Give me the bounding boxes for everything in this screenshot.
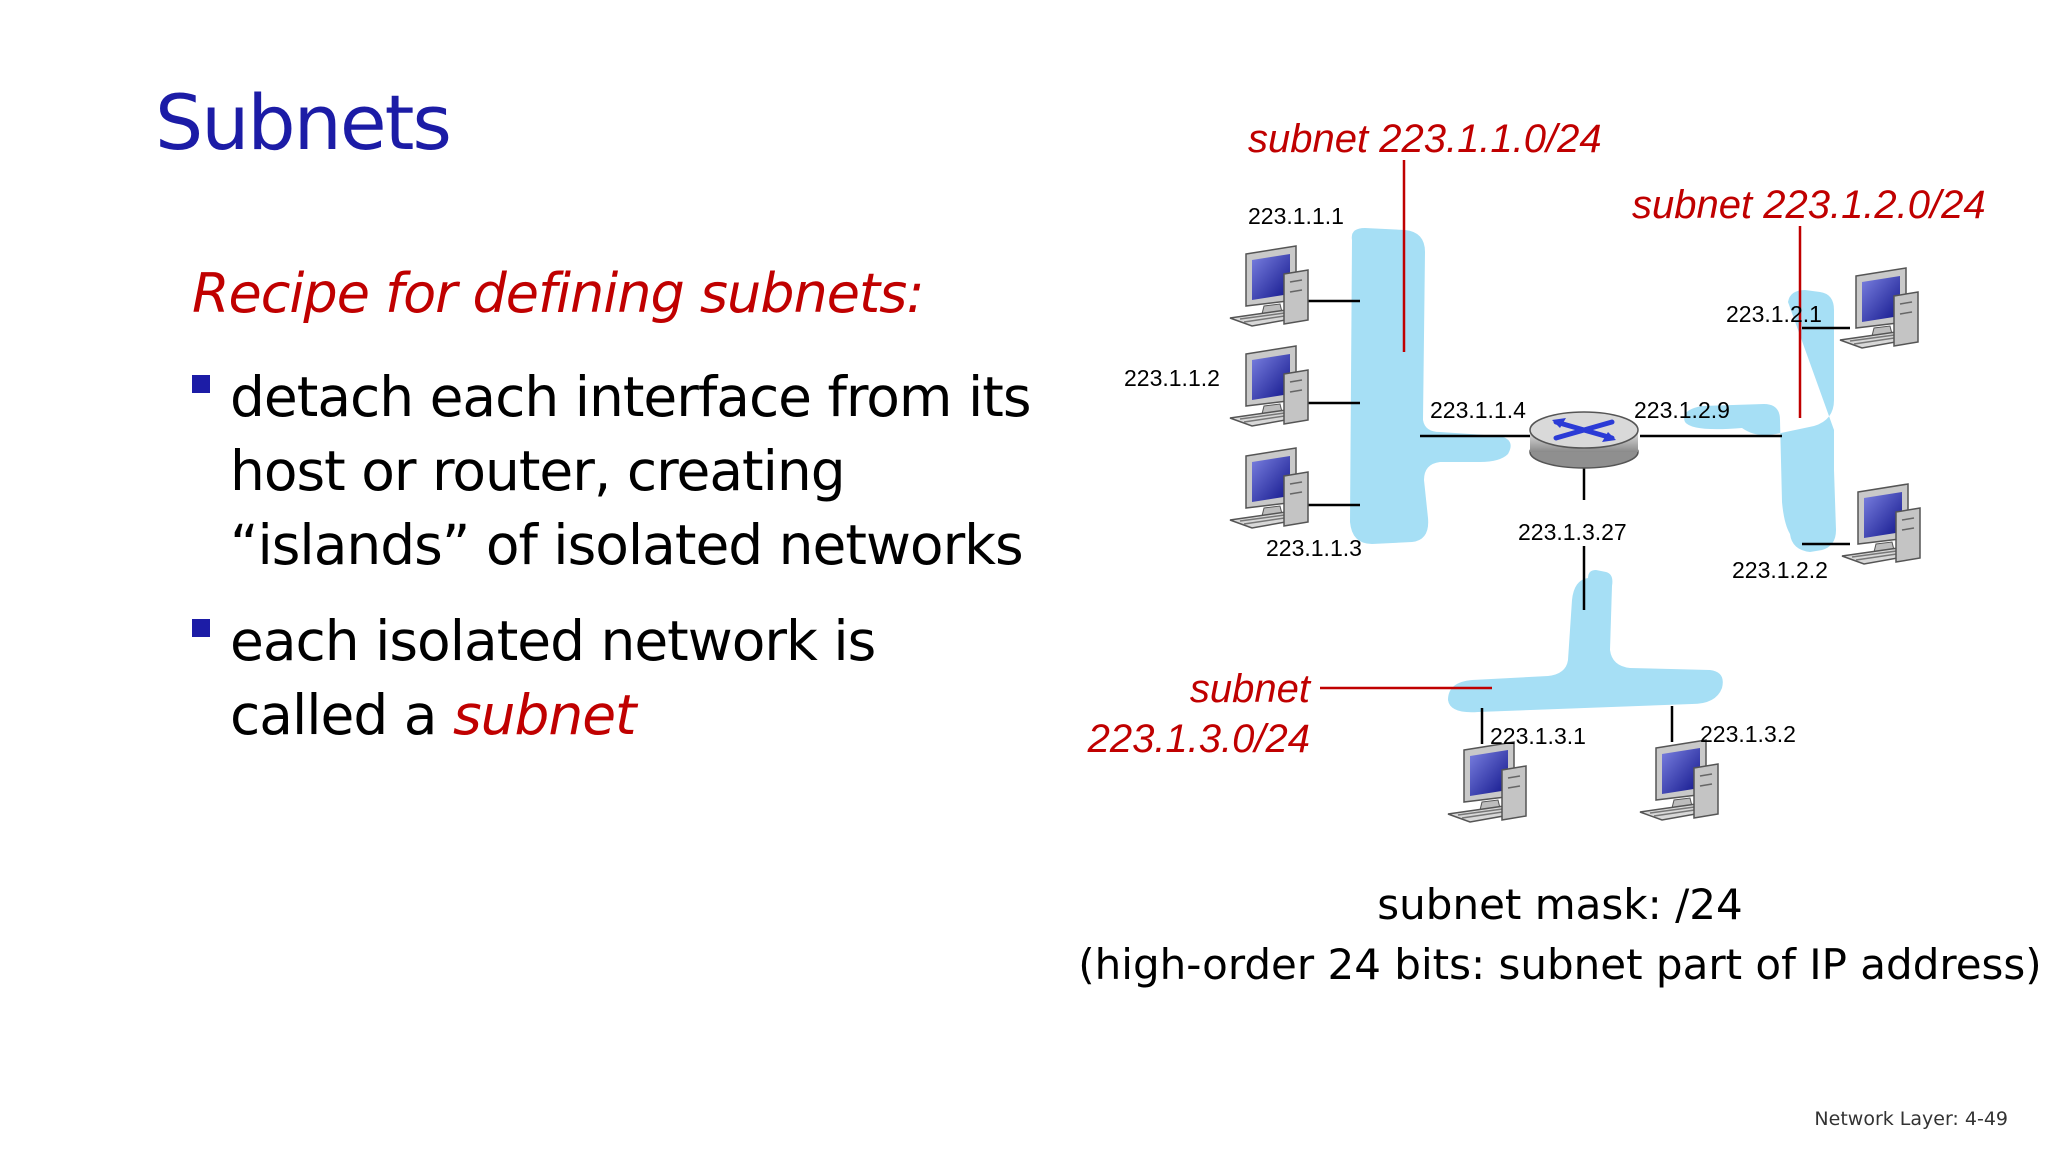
bullet-item-detach: detach each interface from its host or r… [192,360,1092,582]
ip-label-223-1-1-3: 223.1.1.3 [1266,535,1362,561]
ip-label-223-1-3-27: 223.1.3.27 [1518,519,1627,545]
bullet-line: “islands” of isolated networks [230,513,1024,577]
subnet-pointer-lines [1320,160,1802,690]
host-computer-icon [1229,345,1309,427]
ip-label-223-1-1-1: 223.1.1.1 [1248,203,1344,229]
bullet-line: detach each interface from its [230,365,1031,429]
ip-label-223-1-1-4: 223.1.1.4 [1430,397,1526,423]
host-computer-icon [1639,739,1719,821]
ip-label-223-1-3-1: 223.1.3.1 [1490,723,1586,749]
ip-label-223-1-2-2: 223.1.2.2 [1732,557,1828,583]
bullet-line: each isolated network is [230,609,876,673]
host-computer-icon [1229,447,1309,529]
subnet-term: subnet [452,683,637,747]
ip-label-223-1-3-2: 223.1.3.2 [1700,721,1796,747]
bullet-square-icon [192,375,210,393]
subnet-label-2: subnet 223.1.2.0/24 [1632,183,1986,227]
subnet-label-3-address: 223.1.3.0/24 [1087,717,1310,761]
subnet-island-1 [1350,228,1511,544]
host-computer-icon [1841,483,1921,565]
bullet-list: detach each interface from its host or r… [192,360,1092,774]
subnet-mask-explanation: (high-order 24 bits: subnet part of IP a… [1078,940,2042,989]
subnet-mask-caption: subnet mask: /24 [1377,880,1743,929]
ip-label-223-1-2-1: 223.1.2.1 [1726,301,1822,327]
bullet-item-isolated: each isolated network is called a subnet [192,604,1092,752]
ip-label-223-1-1-2: 223.1.1.2 [1124,365,1220,391]
slide-title: Subnets [155,78,452,167]
router-icon [1529,411,1639,469]
host-computer-icon [1447,741,1527,823]
subnet-island-2 [1684,290,1836,552]
slide-footer: Network Layer: 4-49 [1814,1108,2008,1130]
host-computer-icon [1229,245,1309,327]
subnet-label-3-word: subnet [1190,667,1312,711]
subnet-label-1: subnet 223.1.1.0/24 [1248,117,1602,161]
host-computer-icon [1839,267,1919,349]
bullet-square-icon [192,619,210,637]
ip-label-223-1-2-9: 223.1.2.9 [1634,397,1730,423]
recipe-heading: Recipe for defining subnets: [192,262,925,325]
subnet-island-3 [1448,570,1723,713]
bullet-line: host or router, creating [230,439,846,503]
bullet-line: called a [230,683,453,747]
